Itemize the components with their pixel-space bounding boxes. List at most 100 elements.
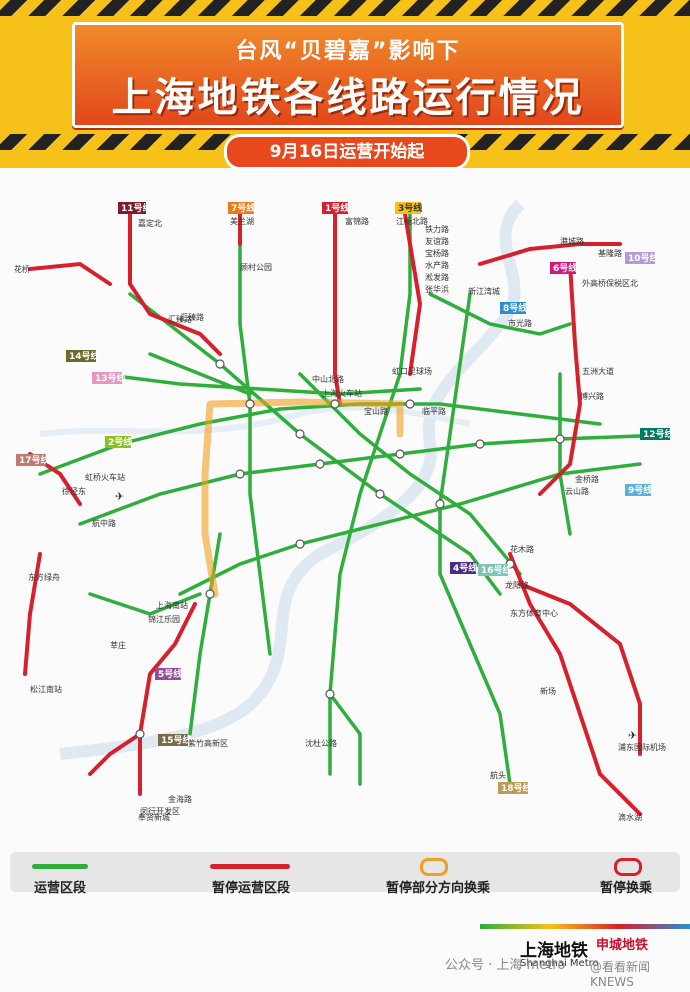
badge-line-18	[498, 782, 528, 794]
badge-line-4	[450, 562, 476, 574]
station-label: 浦东国际机场	[618, 742, 666, 752]
line-6-north	[478, 242, 622, 266]
station-label: 云山路	[565, 486, 589, 496]
footer-logo-en: Shanghai Metro	[520, 958, 599, 969]
station-label: 花桥	[14, 264, 30, 274]
station-label: 淞发路	[425, 272, 449, 282]
badge-line-6	[550, 262, 576, 274]
badge-line-17-label: 17号线	[19, 454, 50, 466]
legend-label-suspended: 暂停运营区段	[212, 881, 291, 896]
station-label: 东方体育中心	[510, 608, 558, 618]
station-label: 沈杜公路	[305, 738, 337, 748]
station-label: 新场	[540, 686, 556, 696]
station-label: 嘉定北	[138, 218, 162, 228]
station-label: 新江湾城	[468, 286, 500, 296]
badge-line-1-label: 1号线	[325, 202, 349, 214]
badge-line-15	[158, 734, 188, 746]
station-label: 基隆路	[598, 248, 622, 258]
badge-line-9	[625, 484, 651, 496]
station-label: 友谊路	[425, 236, 449, 246]
station-label: 宝杨路	[425, 248, 449, 258]
line-16-south	[508, 552, 642, 816]
badge-line-13-label: 13号线	[95, 372, 126, 384]
airport-icon-hongqiao: ✈	[115, 490, 124, 503]
transfer-stations	[135, 359, 565, 739]
metro-map: 11号线 7号线 1号线 3号线 6号线 10号线 8号线 14号线 13号线 …	[14, 199, 674, 822]
station-label: 锦江乐园	[148, 614, 180, 624]
station-label: 东方绿舟	[28, 572, 60, 582]
badge-line-16-label: 16号线	[481, 564, 512, 576]
badge-line-9-label: 9号线	[628, 484, 652, 496]
legend-label-partial: 暂停部分方向换乘	[386, 881, 491, 896]
badge-line-5-label: 5号线	[158, 668, 182, 680]
badge-line-8	[500, 302, 526, 314]
line-2-east	[518, 582, 642, 756]
badge-line-10-label: 10号线	[628, 252, 659, 264]
huangpu-river	[59, 199, 525, 760]
title-banner: 台风“贝碧嘉”影响下 上海地铁各线路运行情况	[72, 22, 624, 128]
station-label: 紫竹高新区	[188, 738, 228, 748]
line-9-south	[23, 552, 42, 676]
legend-bar	[10, 852, 680, 892]
badge-line-17	[16, 454, 46, 466]
station-label: 临平路	[422, 406, 446, 416]
station-label: 航中路	[92, 518, 116, 528]
station-label: 港城路	[560, 236, 584, 246]
badge-line-7-label: 7号线	[231, 202, 255, 214]
badge-line-12	[640, 428, 670, 440]
badge-line-6-label: 6号线	[553, 262, 577, 274]
station-label: 莘庄	[110, 640, 126, 650]
line-1-south	[138, 602, 197, 796]
station-label: 铁力路	[425, 224, 449, 234]
station-label: 宝山路	[364, 406, 388, 416]
line-badges: 11号线 7号线 1号线 3号线 6号线 10号线 8号线 14号线 13号线 …	[16, 202, 674, 794]
line-5-south	[88, 732, 142, 776]
badge-line-1	[322, 202, 348, 214]
station-label: 中山北路	[312, 374, 344, 384]
station-label: 徐泾东	[62, 486, 86, 496]
station-label: 水产路	[425, 260, 449, 270]
badge-line-2-label: 2号线	[108, 436, 132, 448]
station-label: 外高桥保税区北	[582, 278, 638, 288]
partial-transfer-ring	[201, 398, 404, 598]
footer-partner: 申城地铁	[596, 938, 649, 953]
footer-stripe	[480, 924, 690, 929]
legend-swatch-suspended	[210, 864, 290, 869]
page-title: 上海地铁各线路运行情况	[111, 75, 585, 121]
line-6-east	[538, 262, 583, 496]
legend-swatch-partial	[420, 858, 448, 876]
badge-line-13	[92, 372, 122, 384]
badge-line-3-label: 3号线	[398, 202, 422, 214]
hazard-stripe-top	[0, 0, 690, 16]
station-label: 闵行开发区	[140, 806, 180, 816]
badge-line-14	[66, 350, 96, 362]
badge-line-11-label: 11号线	[121, 202, 152, 214]
station-label: 博兴路	[580, 391, 604, 401]
station-label: 奉贤新城	[138, 812, 170, 822]
station-label: 金桥路	[575, 474, 599, 484]
legend-label-operating: 运营区段	[34, 881, 87, 896]
station-label: 江杨北路	[396, 216, 428, 226]
station-label: 上海火车站	[322, 388, 362, 398]
badge-line-14-label: 14号线	[69, 350, 100, 362]
station-label: 上海南站	[156, 600, 188, 610]
badge-line-16	[478, 564, 508, 576]
operating-lines	[38, 212, 642, 786]
badge-line-2	[105, 436, 131, 448]
legend-label-suspended-transfer: 暂停换乘	[600, 881, 653, 896]
line-11-west	[28, 261, 112, 286]
legend-swatch-suspended-transfer	[614, 858, 642, 876]
station-label: 美兰湖	[230, 216, 254, 226]
station-label: 松江南站	[30, 684, 62, 694]
station-label: 汇臻路	[180, 312, 204, 322]
badge-line-5	[155, 668, 181, 680]
badge-line-18-label: 18号线	[501, 782, 532, 794]
badge-line-10	[625, 252, 655, 264]
airport-icon-pudong: ✈	[628, 729, 637, 742]
date-pill: 9月16日运营开始起	[224, 134, 470, 170]
legend-swatch-operating	[32, 864, 88, 869]
station-label: 金海路	[168, 794, 192, 804]
station-label: 汇臻路	[168, 314, 192, 324]
station-label: 滴水湖	[618, 812, 642, 822]
suspended-lines	[23, 212, 642, 816]
